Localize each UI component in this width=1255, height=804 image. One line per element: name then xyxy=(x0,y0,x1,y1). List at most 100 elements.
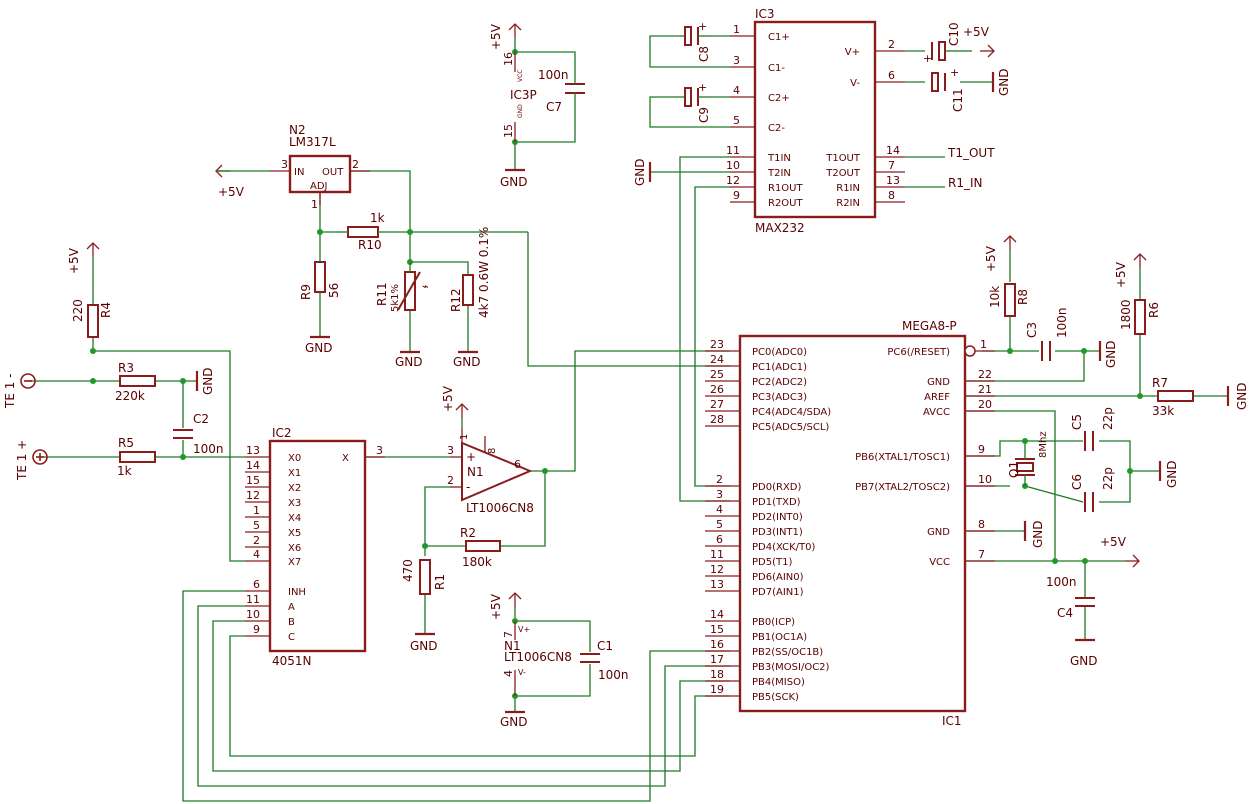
ic3-pin-label: T2OUT xyxy=(825,168,861,179)
te1-minus-terminal: TE 1 - xyxy=(3,373,36,409)
ic3-pin-label: V- xyxy=(850,78,860,89)
svg-text:GND: GND xyxy=(1104,340,1118,368)
ic3p-name: IC3P xyxy=(510,88,537,102)
svg-text:22p: 22p xyxy=(1101,467,1115,490)
svg-text:R9: R9 xyxy=(299,284,313,300)
svg-text:PB0(ICP): PB0(ICP) xyxy=(752,617,795,628)
svg-text:10: 10 xyxy=(978,473,992,486)
svg-text:+5V: +5V xyxy=(1114,261,1128,288)
svg-text:180k: 180k xyxy=(462,555,492,569)
ic3-pin-label: R2OUT xyxy=(768,198,804,209)
svg-text:LT1006CN8: LT1006CN8 xyxy=(466,501,534,515)
svg-text:PD4(XCK/T0): PD4(XCK/T0) xyxy=(752,542,815,553)
svg-text:C: C xyxy=(288,632,295,643)
n2-value: LM317L xyxy=(289,135,336,149)
svg-text:+5V: +5V xyxy=(489,593,503,620)
svg-text:C5: C5 xyxy=(1070,414,1084,430)
svg-text:X0: X0 xyxy=(288,453,301,464)
svg-text:X6: X6 xyxy=(288,543,301,554)
ic3-pin-num: 13 xyxy=(886,174,900,187)
svg-text:+5V: +5V xyxy=(218,185,245,199)
r4-resistor: +5V 220 R4 xyxy=(67,242,113,338)
ic3-pin-num: 5 xyxy=(733,114,740,127)
svg-text:9: 9 xyxy=(978,443,985,456)
svg-text:12: 12 xyxy=(246,489,260,502)
svg-text:R6: R6 xyxy=(1147,302,1161,318)
svg-text:4: 4 xyxy=(502,670,515,677)
r8-resistor: +5V 10k R8 xyxy=(984,235,1030,317)
svg-text:7: 7 xyxy=(502,631,515,638)
ic3-pin-label: R2IN xyxy=(836,198,860,209)
ic3-pin-num: 3 xyxy=(733,54,740,67)
svg-text:100n: 100n xyxy=(598,668,629,682)
gnd-label: GND xyxy=(997,68,1011,96)
c7-value: 100n xyxy=(538,68,569,82)
c8-label: C8 xyxy=(697,46,711,62)
net-t1-out: T1_OUT xyxy=(947,146,995,160)
svg-text:GND: GND xyxy=(1165,460,1179,488)
svg-text:PB2(SS/OC1B): PB2(SS/OC1B) xyxy=(752,647,823,658)
svg-text:R3: R3 xyxy=(118,361,134,375)
ic3-pin-label: C2+ xyxy=(768,93,790,104)
svg-text:14: 14 xyxy=(246,459,260,472)
c3-capacitor: C3 100n GND xyxy=(1025,307,1118,368)
svg-text:VCC: VCC xyxy=(929,557,950,568)
svg-text:2: 2 xyxy=(447,474,454,487)
svg-text:AVCC: AVCC xyxy=(923,407,950,418)
ic3-pin-num: 7 xyxy=(888,159,895,172)
svg-text:PD5(T1): PD5(T1) xyxy=(752,557,792,568)
svg-text:B: B xyxy=(288,617,295,628)
n1-power: +5V 7 4 V+ V- N1 LT1006CN8 GND xyxy=(489,592,572,729)
ic3-pin-num: 1 xyxy=(733,23,740,36)
svg-text:V+: V+ xyxy=(518,625,530,634)
svg-text:15: 15 xyxy=(502,124,515,138)
c11-capacitor: + C11 GND xyxy=(931,66,1011,112)
svg-text:56: 56 xyxy=(327,283,341,298)
svg-text:+5V: +5V xyxy=(1100,535,1127,549)
svg-text:GND: GND xyxy=(201,367,215,395)
c11-label: C11 xyxy=(951,88,965,112)
svg-text:15: 15 xyxy=(246,474,260,487)
svg-text:3: 3 xyxy=(281,158,288,171)
svg-text:10: 10 xyxy=(246,608,260,621)
c8-capacitor: + C8 xyxy=(678,20,711,62)
r1-resistor: 470 R1 GND xyxy=(401,559,447,653)
svg-text:PD1(TXD): PD1(TXD) xyxy=(752,497,801,508)
ic3-left-pins: 1 3 4 5 11 10 12 9 C1+ C1- C2+ C2- T1IN … xyxy=(726,23,804,209)
svg-text:PB4(MISO): PB4(MISO) xyxy=(752,677,805,688)
svg-text:1k: 1k xyxy=(117,464,132,478)
c4-capacitor: +5V 100n C4 GND xyxy=(1046,535,1140,668)
svg-text:12: 12 xyxy=(710,563,724,576)
svg-text:X1: X1 xyxy=(288,468,301,479)
svg-text:PD7(AIN1): PD7(AIN1) xyxy=(752,587,804,598)
svg-text:16: 16 xyxy=(502,52,515,66)
svg-text:1: 1 xyxy=(311,198,318,211)
ic1-left-pin-lines xyxy=(705,350,740,697)
svg-text:2: 2 xyxy=(352,158,359,171)
q1-crystal: Q1 8Mhz xyxy=(1007,431,1049,486)
ic3-pin-num: 8 xyxy=(888,189,895,202)
ic1-right-pins: 1 22 21 20 9 10 8 7 PC6(/RESET) GND AREF… xyxy=(855,338,995,568)
ic3-gnd: GND xyxy=(633,158,652,186)
ic1-mega8p: MEGA8-P IC1 xyxy=(738,319,976,728)
svg-text:4: 4 xyxy=(253,548,260,561)
r12-resistor: R12 4k7 0.6W 0.1% GND xyxy=(449,227,491,369)
svg-text:⌁: ⌁ xyxy=(422,280,429,293)
ic2-name: IC2 xyxy=(272,426,292,440)
svg-text:X4: X4 xyxy=(288,513,301,524)
svg-text:11: 11 xyxy=(246,593,260,606)
r2-resistor: R2 180k xyxy=(460,526,501,569)
r6-resistor: +5V 1800 R6 xyxy=(1114,253,1161,335)
ic1-left-pin-text: 23 24 25 26 27 28 2 3 4 5 6 11 12 13 14 … xyxy=(710,338,831,703)
ic3-pin-label: V+ xyxy=(845,47,860,58)
ic3-max232: IC3 MAX232 1 3 4 5 11 10 12 9 C1+ C1- C2… xyxy=(726,7,995,235)
svg-text:100n: 100n xyxy=(1046,575,1077,589)
r9-resistor: R9 56 GND xyxy=(299,261,341,355)
svg-text:R5: R5 xyxy=(118,436,134,450)
ic3-pin-num: 10 xyxy=(726,159,740,172)
svg-text:1: 1 xyxy=(980,338,987,351)
c9-capacitor: + C9 xyxy=(678,81,711,123)
svg-text:2: 2 xyxy=(716,473,723,486)
svg-text:17: 17 xyxy=(710,653,724,666)
